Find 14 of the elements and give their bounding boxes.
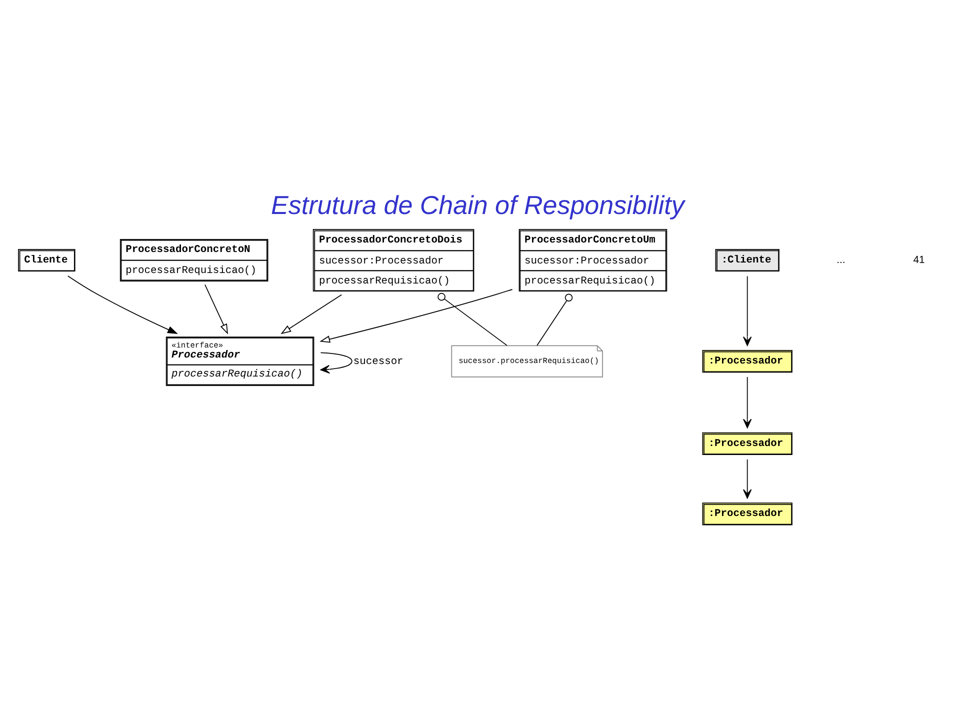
arrow <box>743 376 752 428</box>
edge-label: sucessor <box>353 356 404 368</box>
connector <box>438 292 508 346</box>
arrow <box>320 352 352 374</box>
label: ... <box>836 254 846 266</box>
arrow <box>280 294 342 334</box>
arrow <box>743 458 752 499</box>
connector <box>536 294 573 346</box>
arrow <box>320 288 513 343</box>
label: 41 <box>913 254 925 266</box>
diagram-title: Estrutura de Chain of Responsibility <box>271 190 684 220</box>
arrow <box>67 276 178 334</box>
arrow <box>743 276 752 346</box>
arrow <box>204 284 228 334</box>
